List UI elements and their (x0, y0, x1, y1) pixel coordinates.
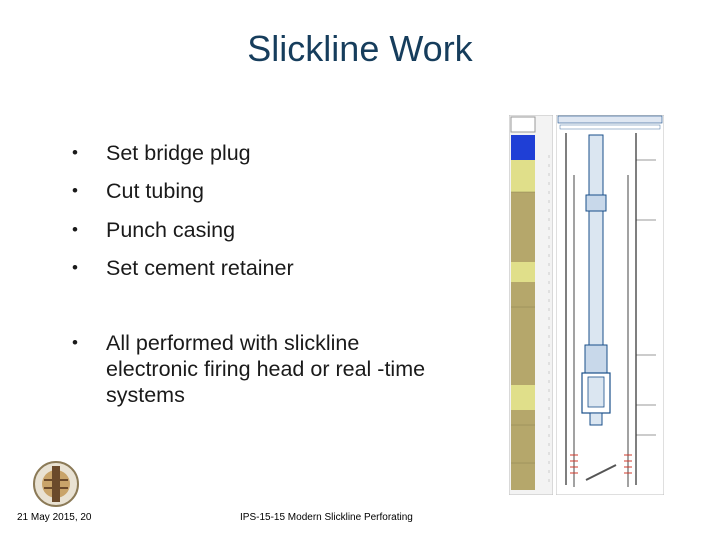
bullet-marker: • (72, 258, 78, 277)
bullet-text: Set cement retainer (106, 256, 294, 280)
bullet-text: Set bridge plug (106, 141, 251, 165)
slide-title: Slickline Work (247, 28, 473, 69)
footer-date: 21 May 2015, 20 (17, 512, 92, 523)
formation-log-image (509, 115, 553, 495)
bullet-marker: • (72, 143, 78, 162)
company-logo-icon (33, 461, 79, 507)
bullet-marker: • (72, 333, 78, 352)
bullet-text: Punch casing (106, 218, 236, 242)
bullet-text: All performed with slickline electronic … (106, 331, 426, 407)
well-diagram-image (556, 115, 664, 495)
bullet-marker: • (72, 181, 78, 200)
footer-title: IPS-15-15 Modern Slickline Perforating (240, 512, 413, 523)
bullet-marker: • (72, 220, 78, 239)
bullet-text: Cut tubing (106, 179, 205, 203)
